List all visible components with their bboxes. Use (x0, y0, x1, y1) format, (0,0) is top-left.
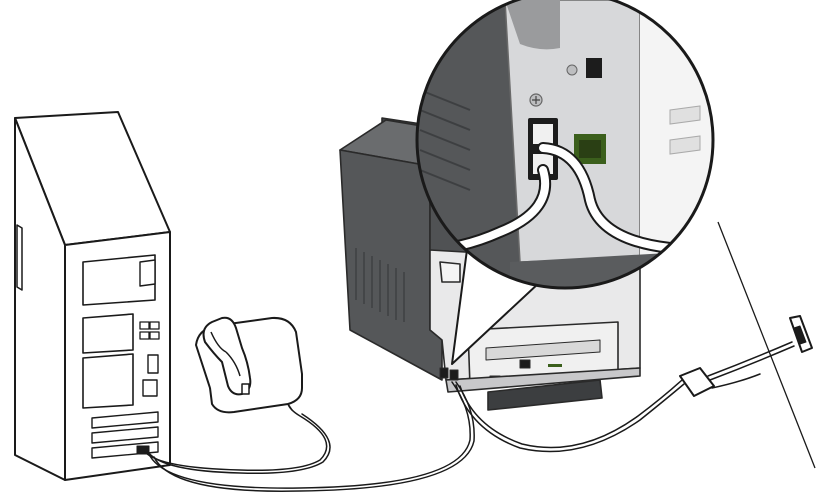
wall-jack-icon (789, 315, 813, 353)
line-filter-icon (679, 367, 715, 397)
computer-tower-icon (14, 111, 171, 481)
telephone-icon (195, 316, 303, 414)
cables (144, 341, 795, 492)
wall-line (717, 221, 816, 469)
